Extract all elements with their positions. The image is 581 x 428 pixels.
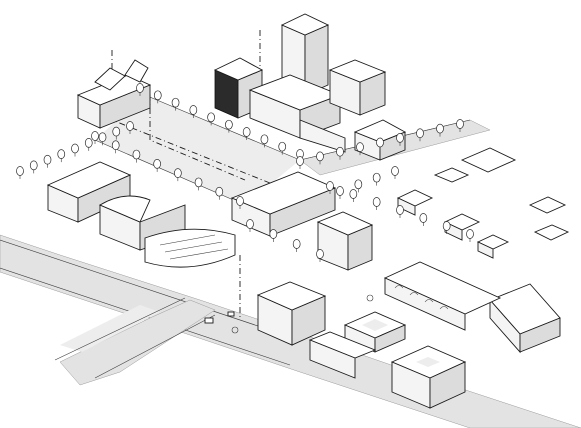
- cross-street: [54, 297, 216, 386]
- tree: [215, 186, 224, 197]
- long-low-building: [308, 331, 377, 379]
- street-trees: [16, 83, 474, 262]
- central-civic-hall: [230, 171, 337, 237]
- tree: [16, 166, 24, 176]
- tree: [326, 181, 334, 191]
- tree: [153, 90, 162, 101]
- tree: [98, 132, 107, 143]
- tree: [112, 126, 121, 137]
- tree: [207, 112, 215, 123]
- tree: [336, 186, 344, 196]
- midrise-rooftop: [328, 59, 387, 116]
- tree: [419, 213, 428, 223]
- tree: [111, 140, 120, 151]
- tree: [349, 189, 358, 199]
- houses-cluster: [396, 147, 570, 259]
- tree: [132, 149, 141, 160]
- tree: [354, 179, 363, 190]
- tree: [136, 83, 144, 93]
- tree: [372, 197, 381, 207]
- block-right-center: [316, 211, 374, 271]
- tree: [416, 128, 424, 139]
- tree: [278, 141, 287, 152]
- tree: [269, 229, 278, 239]
- right-block-top: [353, 119, 407, 161]
- tree: [71, 143, 79, 154]
- tree: [466, 229, 474, 239]
- tree: [225, 119, 233, 130]
- market-hall: [383, 261, 502, 331]
- office-block: [248, 74, 346, 153]
- tree: [126, 121, 134, 131]
- tree: [456, 119, 464, 129]
- historic-building-upper-left: [76, 59, 152, 129]
- tree: [316, 249, 324, 259]
- courtyard-building-right: [390, 345, 467, 409]
- courtyard-building-bottom: [343, 311, 407, 353]
- tree: [396, 133, 404, 143]
- tree: [292, 239, 301, 249]
- tree: [174, 168, 182, 178]
- tree: [316, 151, 324, 162]
- tree: [436, 123, 444, 134]
- tree: [336, 146, 344, 157]
- long-row-building: [46, 161, 132, 223]
- tree: [29, 160, 38, 171]
- street-furniture: [204, 294, 374, 334]
- tree: [43, 154, 52, 165]
- tree: [376, 137, 384, 148]
- tree: [442, 221, 451, 231]
- tree: [57, 149, 66, 159]
- tree: [356, 142, 364, 152]
- tree: [242, 127, 251, 137]
- tree: [84, 138, 93, 148]
- tree: [194, 177, 203, 188]
- tree: [391, 166, 399, 176]
- stepped-building: [144, 228, 236, 268]
- tree: [372, 172, 381, 183]
- tree: [171, 97, 180, 108]
- tree: [246, 219, 254, 229]
- tree: [260, 134, 269, 145]
- tree: [189, 105, 198, 115]
- tree: [296, 156, 304, 166]
- lower-block-left: [256, 281, 327, 346]
- tree: [236, 196, 244, 206]
- tree: [153, 159, 161, 169]
- large-building-right: [489, 283, 561, 354]
- tree: [91, 131, 99, 141]
- tree: [396, 205, 404, 215]
